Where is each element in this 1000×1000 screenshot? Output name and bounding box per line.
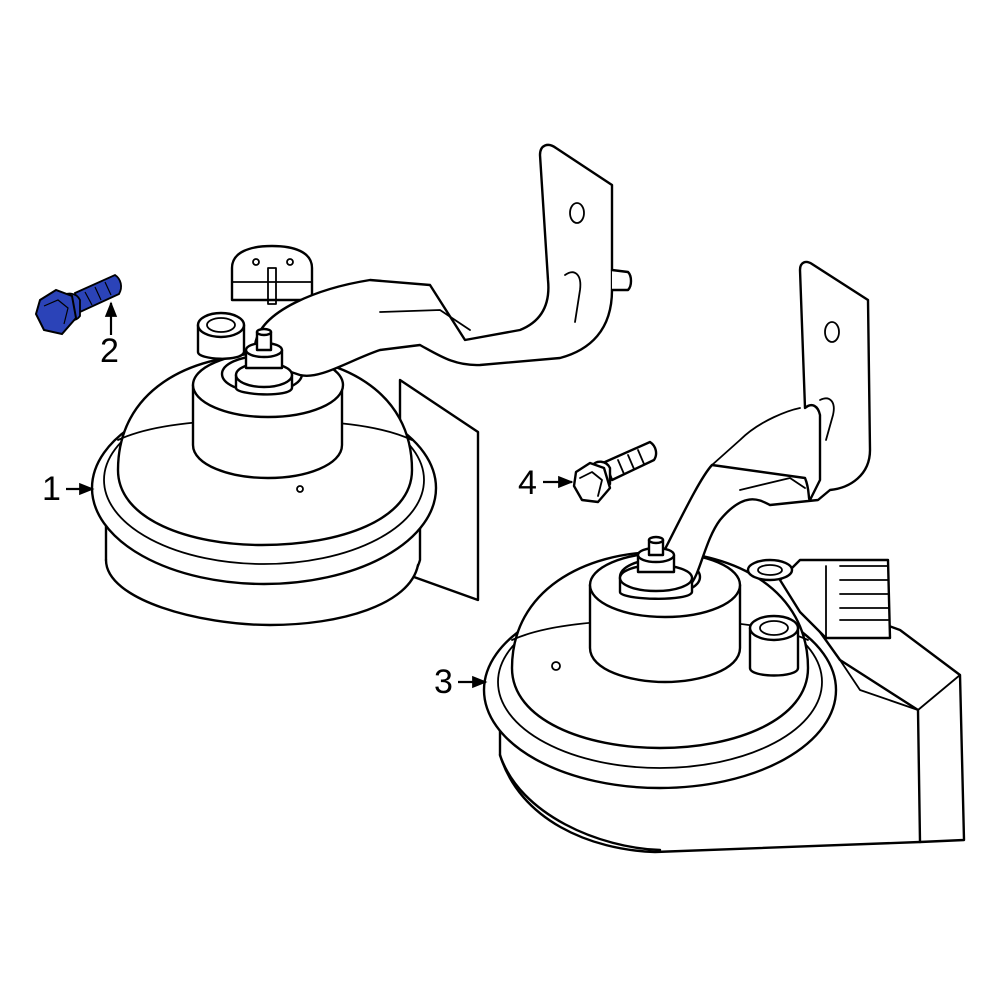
callout-label: 2: [100, 332, 119, 370]
callout-3: 3: [434, 663, 488, 701]
callout-label: 3: [434, 663, 453, 701]
callout-4: 4: [518, 464, 574, 502]
bolt-highlight-icon: [34, 273, 122, 336]
bolt-part-2[interactable]: [34, 273, 122, 336]
callout-label: 1: [42, 470, 61, 508]
horn-part-1[interactable]: [90, 143, 633, 627]
callout-1: 1: [42, 470, 95, 508]
callout-label: 4: [518, 464, 537, 502]
callout-2: 2: [100, 301, 119, 370]
bolt-part-4[interactable]: [572, 440, 658, 504]
horn-part-3[interactable]: [482, 260, 966, 854]
